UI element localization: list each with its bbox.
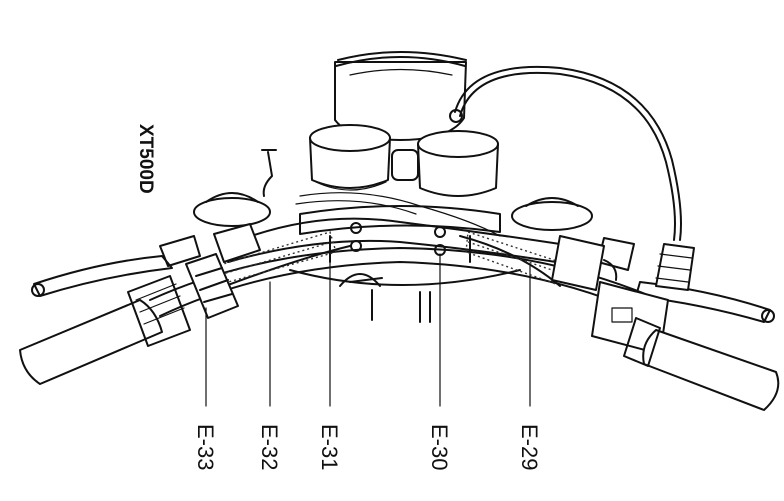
indicator-block	[391, 149, 419, 181]
left-gauge	[309, 124, 391, 191]
right-grip	[623, 317, 780, 411]
fork-head	[289, 269, 521, 323]
callout-label-e30: E-30	[427, 424, 452, 470]
wire-clip	[261, 149, 277, 197]
right-wire-route-dotted	[465, 231, 561, 285]
right-cable-adjuster	[655, 243, 695, 291]
right-turn-signal	[511, 197, 593, 231]
right-gauge	[417, 130, 499, 197]
callout-label-e29: E-29	[517, 424, 542, 470]
left-switch-housing	[185, 223, 261, 319]
left-grip	[19, 275, 191, 385]
callout-leader-lines	[205, 245, 531, 407]
right-switch-housing	[551, 235, 669, 355]
callout-label-e32: E-32	[257, 424, 282, 470]
callout-label-e33: E-33	[193, 424, 218, 470]
speedometer-cable	[449, 66, 682, 241]
model-label: XT500D	[135, 124, 156, 194]
left-wire-route-dotted	[209, 231, 337, 287]
callout-label-e31: E-31	[317, 424, 342, 470]
callout-labels: E-33 E-32 E-31 E-30 E-29	[193, 424, 542, 470]
left-turn-signal	[193, 192, 271, 227]
left-clutch-lever	[31, 235, 201, 297]
